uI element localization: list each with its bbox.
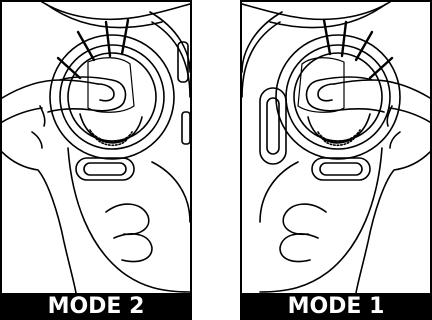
mode-2-caption: MODE 2 (48, 296, 145, 318)
thumb-on-left-stick-icon (2, 2, 190, 293)
mode-2-caption-bar: MODE 2 (0, 294, 192, 320)
mode-2-panel: MODE 2 (0, 0, 192, 320)
mode-1-illustration-frame (240, 0, 432, 295)
mode-1-panel: MODE 1 (240, 0, 432, 320)
mode-2-illustration-frame (0, 0, 192, 295)
thumb-on-right-stick-icon (242, 2, 430, 293)
mode-1-caption-bar: MODE 1 (240, 294, 432, 320)
mode-1-caption: MODE 1 (288, 296, 385, 318)
